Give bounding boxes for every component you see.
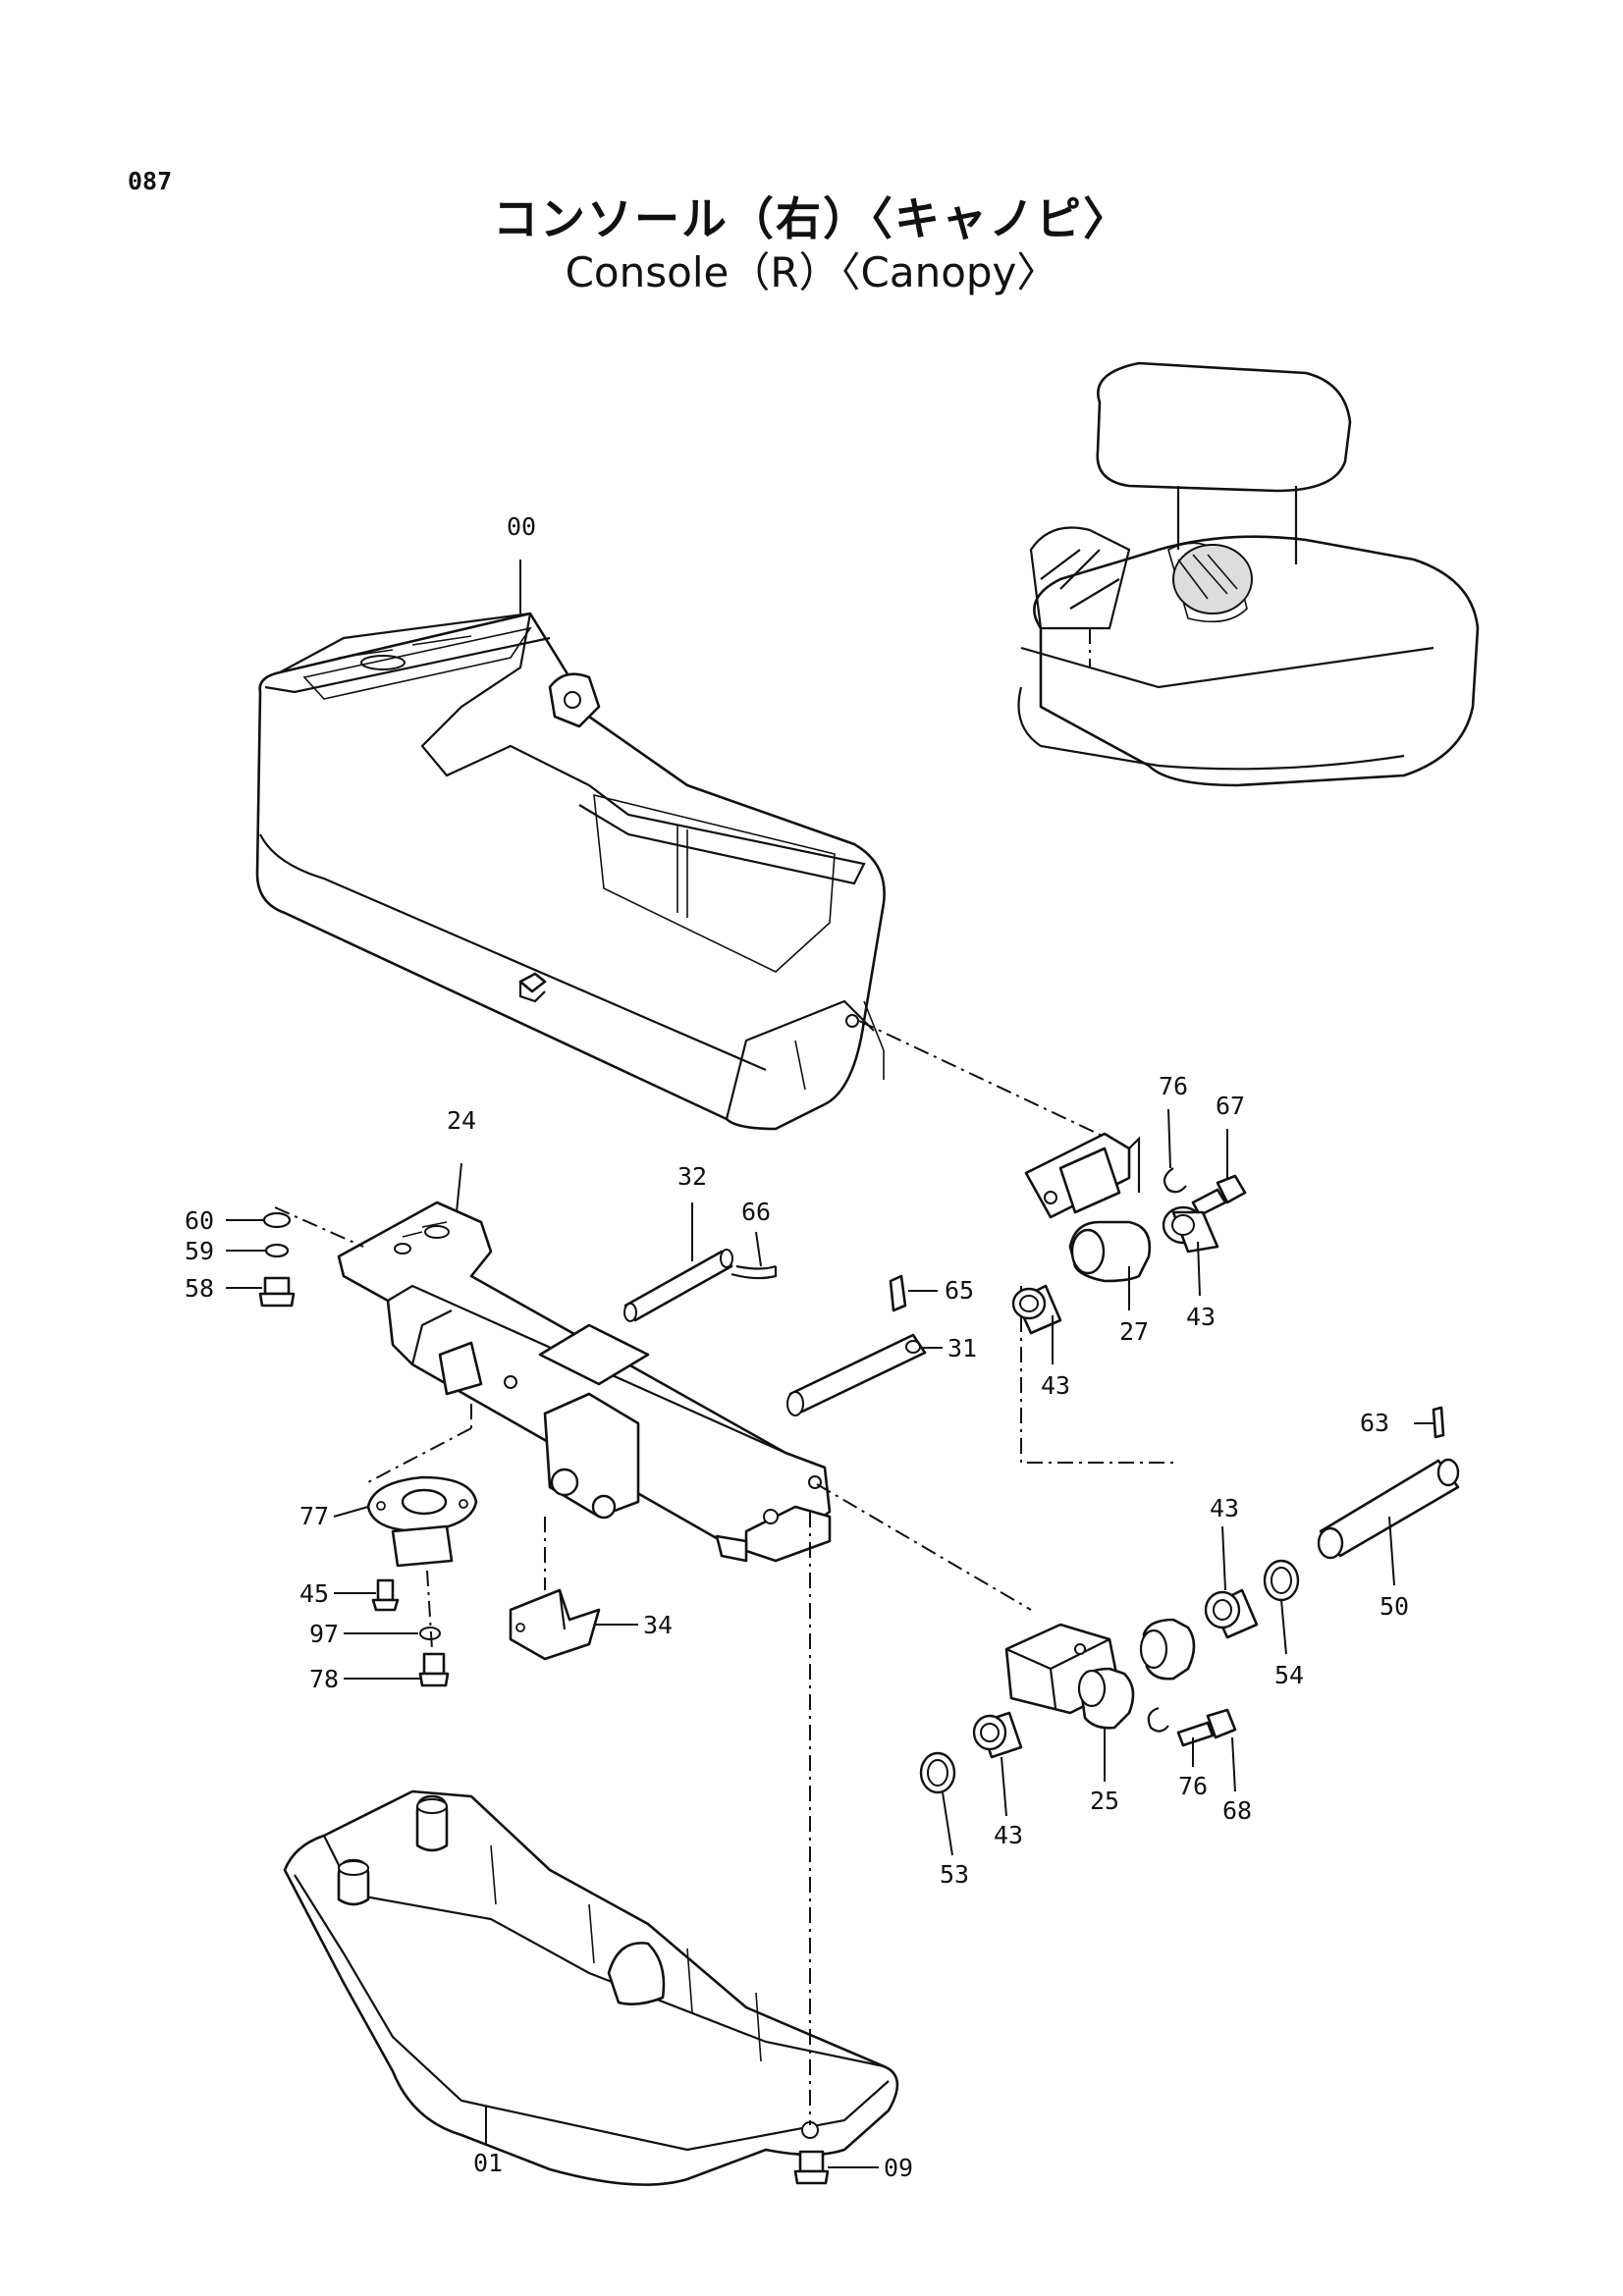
- part-60-washer: [262, 1211, 292, 1229]
- part-58-bolt: [258, 1276, 296, 1308]
- part-01-lower-cover: [283, 1512, 899, 2186]
- callout-66: 66: [741, 1198, 771, 1226]
- callout-68: 68: [1222, 1796, 1252, 1825]
- part-45-bolt: [371, 1578, 400, 1612]
- part-43-bushing-b: [1011, 1284, 1062, 1335]
- part-59-spring-washer: [264, 1243, 290, 1258]
- callout-78: 78: [309, 1665, 339, 1693]
- part-34-bracket: [509, 1517, 601, 1661]
- part-31-pin: [786, 1333, 927, 1416]
- callout-27: 27: [1119, 1317, 1149, 1346]
- callout-25: 25: [1090, 1787, 1119, 1815]
- machine-overview-inset: [1017, 361, 1480, 787]
- callout-09: 09: [884, 2154, 913, 2182]
- part-43-bushing-a: [1162, 1205, 1219, 1254]
- callout-43-b: 43: [1041, 1371, 1070, 1400]
- callout-34: 34: [643, 1611, 673, 1639]
- callout-45: 45: [299, 1579, 329, 1608]
- part-67-bolt: [1191, 1174, 1247, 1217]
- part-00-console-housing: [255, 612, 1130, 1149]
- part-callouts: 00 24 60 59 58 32 66 65 31 76 67 43 27 4…: [185, 512, 1409, 2182]
- callout-53: 53: [940, 1860, 969, 1889]
- callout-43-c: 43: [1210, 1494, 1239, 1522]
- callout-58: 58: [185, 1274, 214, 1303]
- callout-50: 50: [1380, 1592, 1409, 1621]
- part-53-washer: [919, 1751, 956, 1794]
- callout-67: 67: [1216, 1092, 1245, 1120]
- leader-lines: [226, 560, 1434, 2168]
- part-76-snap-ring-upper: [1163, 1167, 1187, 1194]
- part-77-plate: [366, 1427, 478, 1568]
- callout-54: 54: [1274, 1661, 1304, 1689]
- part-25-bracket: [1004, 1618, 1196, 1730]
- callout-77: 77: [299, 1502, 329, 1530]
- part-76-snap-ring-lower: [1147, 1706, 1169, 1733]
- part-32-pin: [623, 1249, 733, 1322]
- callout-43-d: 43: [994, 1821, 1023, 1849]
- callout-63: 63: [1360, 1409, 1389, 1437]
- part-63-pin: [1432, 1406, 1445, 1439]
- callout-59: 59: [185, 1237, 214, 1265]
- part-43-bushing-c: [1204, 1588, 1259, 1639]
- callout-01: 01: [473, 2149, 503, 2177]
- callout-76-upper: 76: [1159, 1072, 1188, 1100]
- part-43-bushing-d: [972, 1711, 1023, 1759]
- callout-97: 97: [309, 1620, 339, 1648]
- page-number: 087: [128, 167, 173, 195]
- callout-65: 65: [945, 1276, 974, 1305]
- callout-32: 32: [677, 1162, 707, 1191]
- callout-24: 24: [447, 1106, 476, 1135]
- part-68-bolt: [1176, 1708, 1237, 1747]
- part-54-washer: [1263, 1559, 1300, 1602]
- part-66-cotter-pin: [730, 1264, 778, 1280]
- part-24-frame: [274, 1201, 1032, 1611]
- part-50-pin: [1317, 1458, 1460, 1560]
- part-65-pin: [889, 1274, 907, 1312]
- callout-00: 00: [507, 512, 536, 541]
- title-english: Console（R）〈Canopy〉: [565, 248, 1058, 296]
- callout-43-a: 43: [1186, 1303, 1216, 1331]
- callout-31: 31: [947, 1334, 977, 1362]
- part-27-bracket: [1020, 1132, 1178, 1464]
- callout-76-lower: 76: [1178, 1772, 1208, 1800]
- callout-60: 60: [185, 1206, 214, 1235]
- title-japanese: コンソール（右）〈キャノピ〉: [493, 192, 1130, 245]
- part-09-bolt: [793, 2150, 830, 2185]
- part-78-bolt: [418, 1570, 450, 1687]
- title-block: コンソール（右）〈キャノピ〉 Console（R）〈Canopy〉: [0, 191, 1623, 299]
